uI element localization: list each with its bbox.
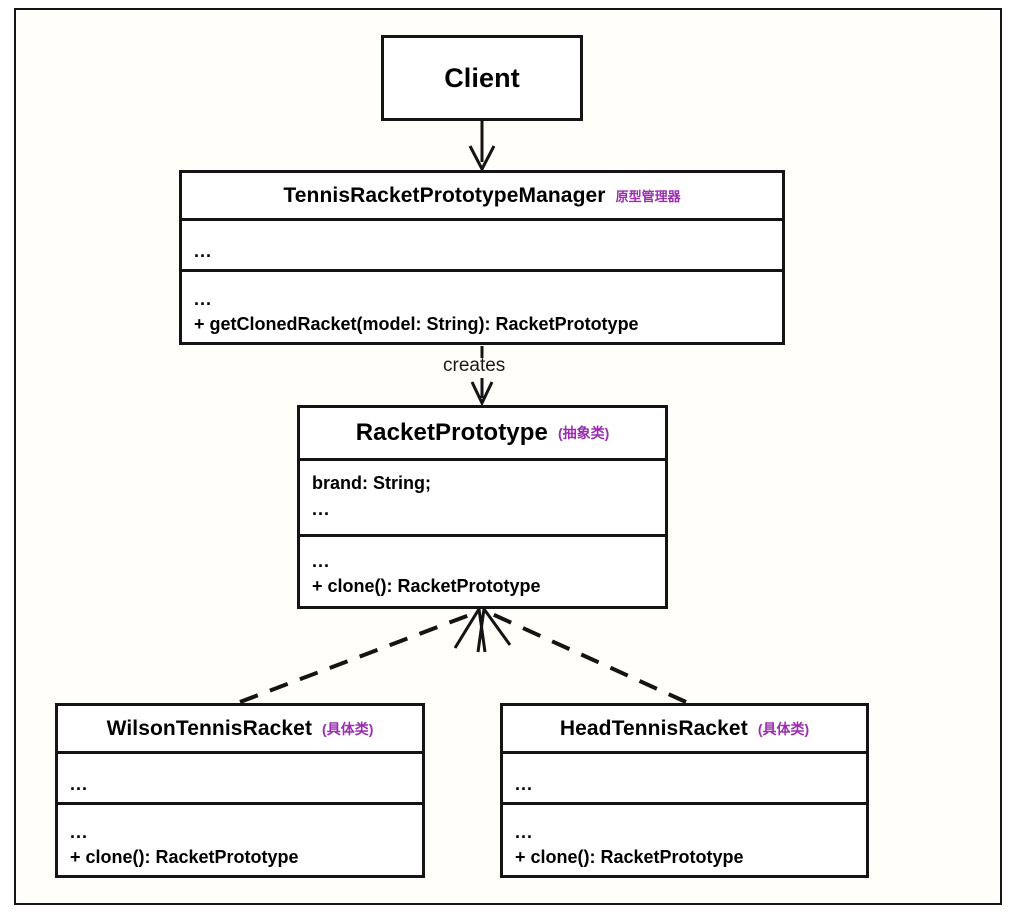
class-attributes-wilson: ... <box>58 751 422 802</box>
class-box-wilson[interactable]: WilsonTennisRacket (具体类) ... ... + clone… <box>55 703 425 878</box>
edge-label-creates: creates <box>443 355 506 376</box>
method-row: + clone(): RacketPrototype <box>312 576 541 597</box>
class-title-head: HeadTennisRacket (具体类) <box>503 706 866 751</box>
class-box-head[interactable]: HeadTennisRacket (具体类) ... ... + clone()… <box>500 703 869 878</box>
attribute-row: ... <box>515 774 534 795</box>
class-title-manager: TennisRacketPrototypeManager 原型管理器 <box>182 173 782 218</box>
class-name-prototype: RacketPrototype <box>355 419 548 446</box>
class-methods-manager: ... + getClonedRacket(model: String): Ra… <box>182 269 782 342</box>
method-row: ... <box>515 821 534 842</box>
class-note-head: (具体类) <box>757 720 810 737</box>
class-attributes-head: ... <box>503 751 866 802</box>
attribute-row: ... <box>70 774 89 795</box>
class-box-client[interactable]: Client <box>381 35 583 121</box>
class-note-manager: 原型管理器 <box>615 189 681 204</box>
class-title-client: Client <box>384 38 580 118</box>
class-note-wilson: (具体类) <box>322 720 374 737</box>
class-methods-head: ... + clone(): RacketPrototype <box>503 802 866 875</box>
class-note-prototype: (抽象类) <box>557 425 610 441</box>
class-name-head: HeadTennisRacket <box>559 716 748 740</box>
class-box-manager[interactable]: TennisRacketPrototypeManager 原型管理器 ... .… <box>179 170 785 345</box>
class-methods-prototype: ... + clone(): RacketPrototype <box>300 534 665 606</box>
class-attributes-prototype: brand: String; ... <box>300 458 665 534</box>
class-title-prototype: RacketPrototype (抽象类) <box>300 408 665 458</box>
class-name-client: Client <box>444 62 520 93</box>
method-row: + clone(): RacketPrototype <box>515 847 744 868</box>
class-box-prototype[interactable]: RacketPrototype (抽象类) brand: String; ...… <box>297 405 668 609</box>
method-row: ... <box>70 821 89 842</box>
class-name-wilson: WilsonTennisRacket <box>106 716 313 740</box>
attribute-row: ... <box>312 498 331 519</box>
class-attributes-manager: ... <box>182 218 782 269</box>
method-row: + clone(): RacketPrototype <box>70 847 299 868</box>
class-title-wilson: WilsonTennisRacket (具体类) <box>58 706 422 751</box>
class-methods-wilson: ... + clone(): RacketPrototype <box>58 802 422 875</box>
class-name-manager: TennisRacketPrototypeManager <box>283 183 606 207</box>
method-row: + getClonedRacket(model: String): Racket… <box>194 314 639 335</box>
attribute-row: brand: String; <box>312 473 431 493</box>
attribute-row: ... <box>194 241 213 262</box>
method-row: ... <box>194 288 213 309</box>
method-row: ... <box>312 550 331 571</box>
